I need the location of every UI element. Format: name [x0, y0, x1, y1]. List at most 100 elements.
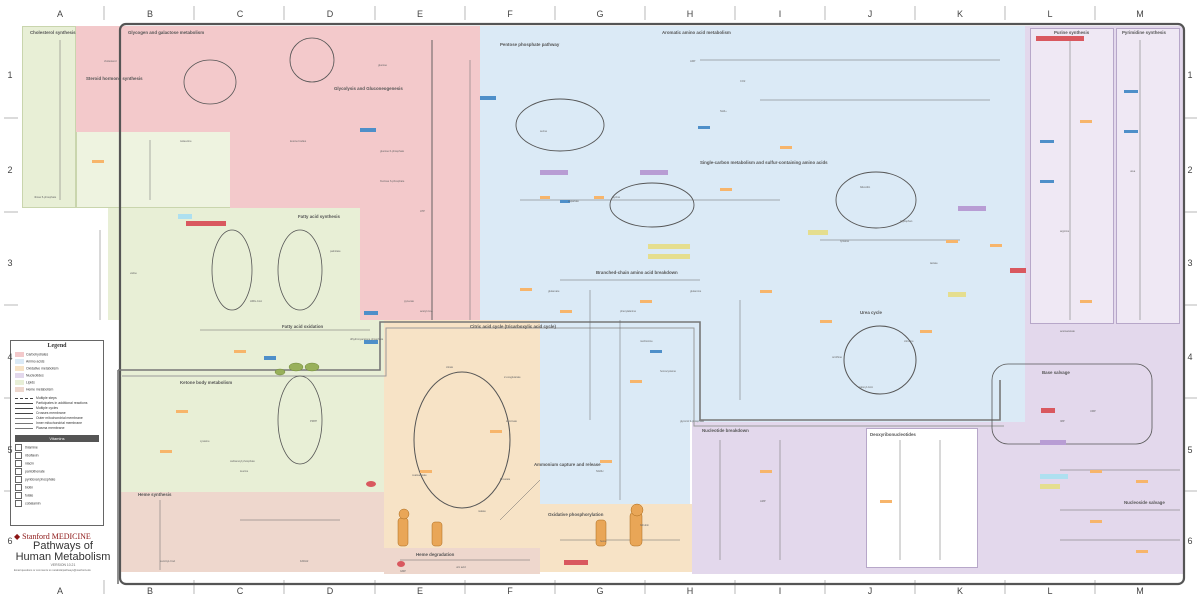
metabolite-label: ADP [690, 60, 696, 63]
region-pyrimidine-panel [1116, 28, 1180, 324]
vitamin-label: niacin [25, 461, 34, 466]
legend-item-label: Nucleotides [26, 373, 44, 378]
metabolite-label: 2-oxoglutarate [504, 376, 521, 379]
metabolite-label: ketone bodies [290, 140, 307, 143]
legend-title: Legend [47, 343, 67, 349]
metabolite-label: ornithine [832, 356, 842, 359]
grid-row-3-right: 3 [1187, 258, 1193, 268]
region-amino-lower [540, 318, 690, 504]
metabolite-label: palmitate [330, 250, 341, 253]
metabolite-label: cholesterol [104, 60, 117, 63]
grid-col-k-bottom: K [956, 586, 963, 596]
metabolite-label: carbamoyl phosphate [230, 460, 255, 463]
grid-row-5-right: 5 [1187, 445, 1193, 455]
grid-row-1-right: 1 [1187, 70, 1193, 80]
legend-line-item: Multiple cycles [15, 406, 99, 410]
vitamin-label: riboflavin [25, 453, 39, 458]
metabolite-label: lactate [930, 262, 938, 265]
title-purine: Purine synthesis [1054, 30, 1090, 35]
grid-col-m-bottom: M [1136, 586, 1144, 596]
region-lipids-ketone [120, 320, 384, 492]
metabolite-label: NADH [596, 470, 604, 473]
metabolite-label: heme [600, 540, 607, 543]
metabolite-label: AMP [760, 500, 766, 503]
grid-col-l-bottom: L [1047, 586, 1053, 596]
title-deoxy: Deoxyribonucleotides [870, 432, 916, 437]
title-fao: Fatty acid oxidation [282, 324, 324, 329]
grid-col-m-top: M [1136, 9, 1144, 19]
metabolite-label: citrulline [904, 340, 914, 343]
title-cholesterol-synthesis: Cholesterol synthesis [30, 30, 76, 35]
map-footer: Email questions or comments to metabolic… [14, 569, 91, 572]
title-fattyacid: Fatty acid synthesis [298, 214, 340, 219]
legend-swatch [15, 380, 24, 385]
legend-swatch [15, 366, 24, 371]
vitamin-icon [15, 452, 22, 459]
legend-item: Amino acids [15, 359, 59, 364]
grid-row-2-right: 2 [1187, 165, 1193, 175]
legend-vitamin-item: cobalamin [15, 500, 99, 507]
legend-line-sample [15, 427, 33, 429]
metabolite-label: valine [130, 272, 137, 275]
metabolite-label: succinate [506, 420, 517, 423]
grid-col-f-bottom: F [507, 586, 513, 596]
metabolite-label: PRPP [310, 420, 318, 423]
grid-col-e-top: E [416, 9, 423, 19]
vitamin-icon [15, 444, 22, 451]
metabolite-label: urea [1130, 170, 1136, 173]
grid-col-g-top: G [596, 9, 604, 19]
title-pyrimidine: Pyrimidine synthesis [1122, 30, 1166, 35]
title-basesalvage: Base salvage [1042, 370, 1070, 375]
metabolite-label: tyrosine [840, 240, 850, 243]
metabolite-label: bilirubin [640, 524, 649, 527]
vitamin-label: cobalamin [25, 501, 41, 506]
metabolite-label: FADH2 [300, 560, 309, 563]
legend-vitamin-item: pantothenate [15, 468, 99, 475]
region-lipids-cholesterol [22, 26, 76, 208]
metabolite-label: HMG-CoA [250, 300, 262, 303]
metabolite-label: isoleucine [180, 140, 192, 143]
title-nucbreak: Nucleotide breakdown [702, 428, 749, 433]
vitamin-label: pantothenate [25, 469, 45, 474]
title-hemedeg: Heme degradation [416, 552, 455, 557]
map-title-line1: Pathways of [33, 540, 93, 552]
legend-line-label: Plasma membrane [36, 426, 65, 430]
metabolite-label: tryptophan [900, 220, 913, 223]
legend-line-sample [15, 422, 33, 424]
grid-col-d-top: D [326, 9, 334, 19]
legend-item-label: Lipids [26, 380, 35, 385]
legend-item: Heme metabolism [15, 387, 59, 392]
legend-swatch [15, 352, 24, 357]
legend-item-label: Oxidative metabolism [26, 366, 59, 371]
map-title-line2: Human Metabolism [15, 551, 111, 563]
legend-item-label: Amino acids [26, 359, 45, 364]
brand-block: ◆ Stanford MEDICINE Pathways of Human Me… [14, 532, 112, 572]
metabolite-label: homocysteine [660, 370, 677, 373]
legend-line-label: Multiple cycles [36, 406, 59, 410]
metabolite-label: uric acid [456, 566, 466, 569]
title-glycolysis: Glycolysis and Gluconeogenesis [334, 86, 403, 91]
title-glycogen: Glycogen and galactose metabolism [128, 30, 205, 35]
legend-vitamin-item: thiamine [15, 444, 99, 451]
grid-col-l-top: L [1047, 9, 1053, 19]
metabolite-label: glucose 6-phosphate [380, 150, 405, 153]
legend-vitamin-item: riboflavin [15, 452, 99, 459]
legend-item-label: Carbohydrates [26, 352, 49, 357]
grid-col-c-bottom: C [236, 586, 244, 596]
metabolite-label: serine [540, 130, 548, 133]
title-nucsalvage: Nucleoside salvage [1124, 500, 1165, 505]
vitamin-icon [15, 484, 22, 491]
legend-line-label: Outer mitochondrial membrane [36, 416, 83, 420]
metabolite-label: arginine [1060, 230, 1070, 233]
metabolite-label: ATP [420, 210, 425, 213]
region-deoxy-panel [866, 428, 978, 568]
legend-vitamin-item: folate [15, 492, 99, 499]
title-urea: Urea cycle [860, 310, 882, 315]
grid-col-k-top: K [956, 9, 963, 19]
title-aromatic: Aromatic amino acid metabolism [662, 30, 731, 35]
metabolite-label: oxaloacetate [412, 474, 427, 477]
metabolite-label: acetyl-CoA [420, 310, 433, 313]
grid-col-e-bottom: E [416, 586, 423, 596]
